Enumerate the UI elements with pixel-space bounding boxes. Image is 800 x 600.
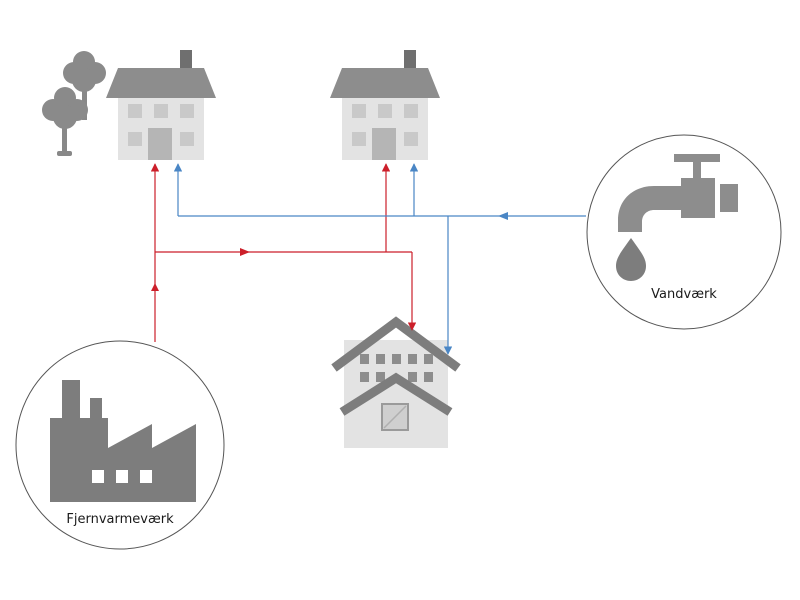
trees-icon	[42, 51, 106, 156]
waterworks-label: Vandværk	[651, 287, 717, 302]
district-heating-plant: Fjernvarmeværk	[15, 340, 225, 550]
apartment-building-icon	[331, 316, 461, 448]
heat-supply-lines	[150, 163, 417, 342]
heat-flow-arrow-up	[151, 283, 159, 291]
water-flow-arrow-left	[498, 212, 508, 220]
factory-icon	[50, 380, 196, 502]
water-supply-lines	[173, 163, 586, 355]
house-icon	[330, 50, 440, 160]
plant-label: Fjernvarmeværk	[66, 512, 174, 527]
waterworks: Vandværk	[586, 134, 782, 330]
house-icon	[106, 50, 216, 160]
heat-flow-arrow-right	[240, 248, 250, 256]
faucet-icon	[616, 154, 738, 281]
